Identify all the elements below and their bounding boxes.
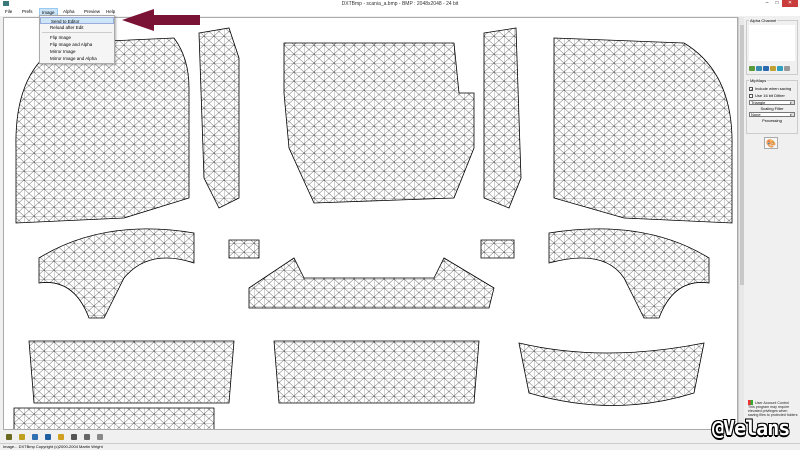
open-alpha-icon[interactable]: [749, 66, 755, 71]
scaling-filter-label: Scaling Filter: [760, 106, 784, 111]
include-when-saving-checkbox[interactable]: ✓Include when saving: [749, 86, 792, 92]
logo-icon[interactable]: [6, 434, 12, 440]
menu-file[interactable]: File: [5, 9, 13, 14]
processing-select[interactable]: None ▾: [749, 112, 795, 117]
save-icon[interactable]: [32, 434, 38, 440]
mipmaps-label: MipMaps: [749, 78, 768, 83]
invert-alpha-icon[interactable]: [777, 66, 783, 71]
window-title: DXTBmp - scania_a.bmp - BMP : 2048x2048 …: [341, 1, 459, 7]
image-menu-dropdown: Send to Editor Reload after Edit Flip Im…: [39, 15, 115, 64]
uac-shield-icon: [748, 400, 753, 405]
menu-item-send-to-editor[interactable]: Send to Editor: [40, 17, 114, 24]
menu-prefs[interactable]: Prefs: [22, 9, 33, 14]
wireframe-texture: [13, 27, 733, 429]
pointer-arrow-annotation: [122, 9, 200, 31]
uac-notice: User Account Control This program may re…: [748, 400, 798, 417]
menu-item-mirror-image[interactable]: Mirror Image: [50, 49, 76, 54]
image-canvas[interactable]: [3, 17, 738, 430]
menu-item-mirror-image-alpha[interactable]: Mirror Image and Alpha: [50, 56, 97, 61]
filter-select[interactable]: Triangle ▾: [749, 100, 795, 105]
menu-item-flip-image-alpha[interactable]: Flip Image and Alpha: [50, 42, 93, 47]
uac-title: User Account Control: [755, 400, 789, 405]
side-panel: Alpha Channel MipMaps ✓Include when savi…: [745, 17, 800, 432]
menu-separator: [42, 32, 112, 33]
paint-editor-button[interactable]: 🎨: [764, 137, 778, 149]
filter-value: Triangle: [751, 100, 766, 105]
close-button[interactable]: ✕: [782, 0, 798, 7]
processing-value: None: [751, 112, 761, 117]
watermark: @Velans: [712, 416, 790, 440]
include-label: Include when saving: [755, 86, 792, 91]
app-icon: [3, 1, 9, 6]
menu-item-flip-image[interactable]: Flip Image: [50, 35, 72, 40]
mipmaps-group: MipMaps ✓Include when saving Use 16 bit …: [746, 78, 798, 134]
status-bar: Image... DXTBmp Copyright (c)2000-2004 M…: [0, 443, 800, 450]
menu-help[interactable]: Help: [106, 9, 116, 14]
paint-palette-icon: 🎨: [766, 139, 776, 148]
menu-bar: File Prefs Image Alpha Preview Help: [0, 8, 800, 18]
resize-icon[interactable]: [84, 434, 90, 440]
menu-item-reload-after-edit[interactable]: Reload after Edit: [50, 25, 84, 30]
save-as-icon[interactable]: [45, 434, 51, 440]
view-alpha-icon[interactable]: [763, 66, 769, 71]
dither-label: Use 16 bit Dither: [755, 93, 785, 98]
title-bar: DXTBmp - scania_a.bmp - BMP : 2048x2048 …: [0, 0, 800, 8]
maximize-button[interactable]: □: [775, 0, 779, 6]
edit-alpha-icon[interactable]: [770, 66, 776, 71]
bottom-toolbar: [0, 432, 745, 443]
dither-checkbox[interactable]: Use 16 bit Dither: [749, 93, 795, 98]
menu-alpha[interactable]: Alpha: [63, 9, 75, 14]
open-folder-icon[interactable]: [19, 434, 25, 440]
save-alpha-icon[interactable]: [756, 66, 762, 71]
minimize-button[interactable]: –: [765, 0, 769, 6]
alpha-channel-group: Alpha Channel: [746, 18, 798, 75]
vertical-scrollbar[interactable]: [738, 17, 744, 430]
chevron-down-icon: ▾: [790, 101, 794, 105]
menu-preview[interactable]: Preview: [84, 9, 101, 14]
chevron-down-icon: ▾: [790, 113, 794, 117]
zoom-icon[interactable]: [97, 434, 103, 440]
processing-label: Processing: [762, 118, 782, 123]
scrollbar-thumb[interactable]: [740, 25, 744, 285]
settings-icon[interactable]: [71, 434, 77, 440]
alpha-preview: [749, 25, 795, 61]
edit-icon[interactable]: [58, 434, 64, 440]
alpha-channel-label: Alpha Channel: [749, 18, 778, 23]
uac-text: This program may require elevated privil…: [748, 405, 798, 417]
zoom-alpha-icon[interactable]: [784, 66, 790, 71]
